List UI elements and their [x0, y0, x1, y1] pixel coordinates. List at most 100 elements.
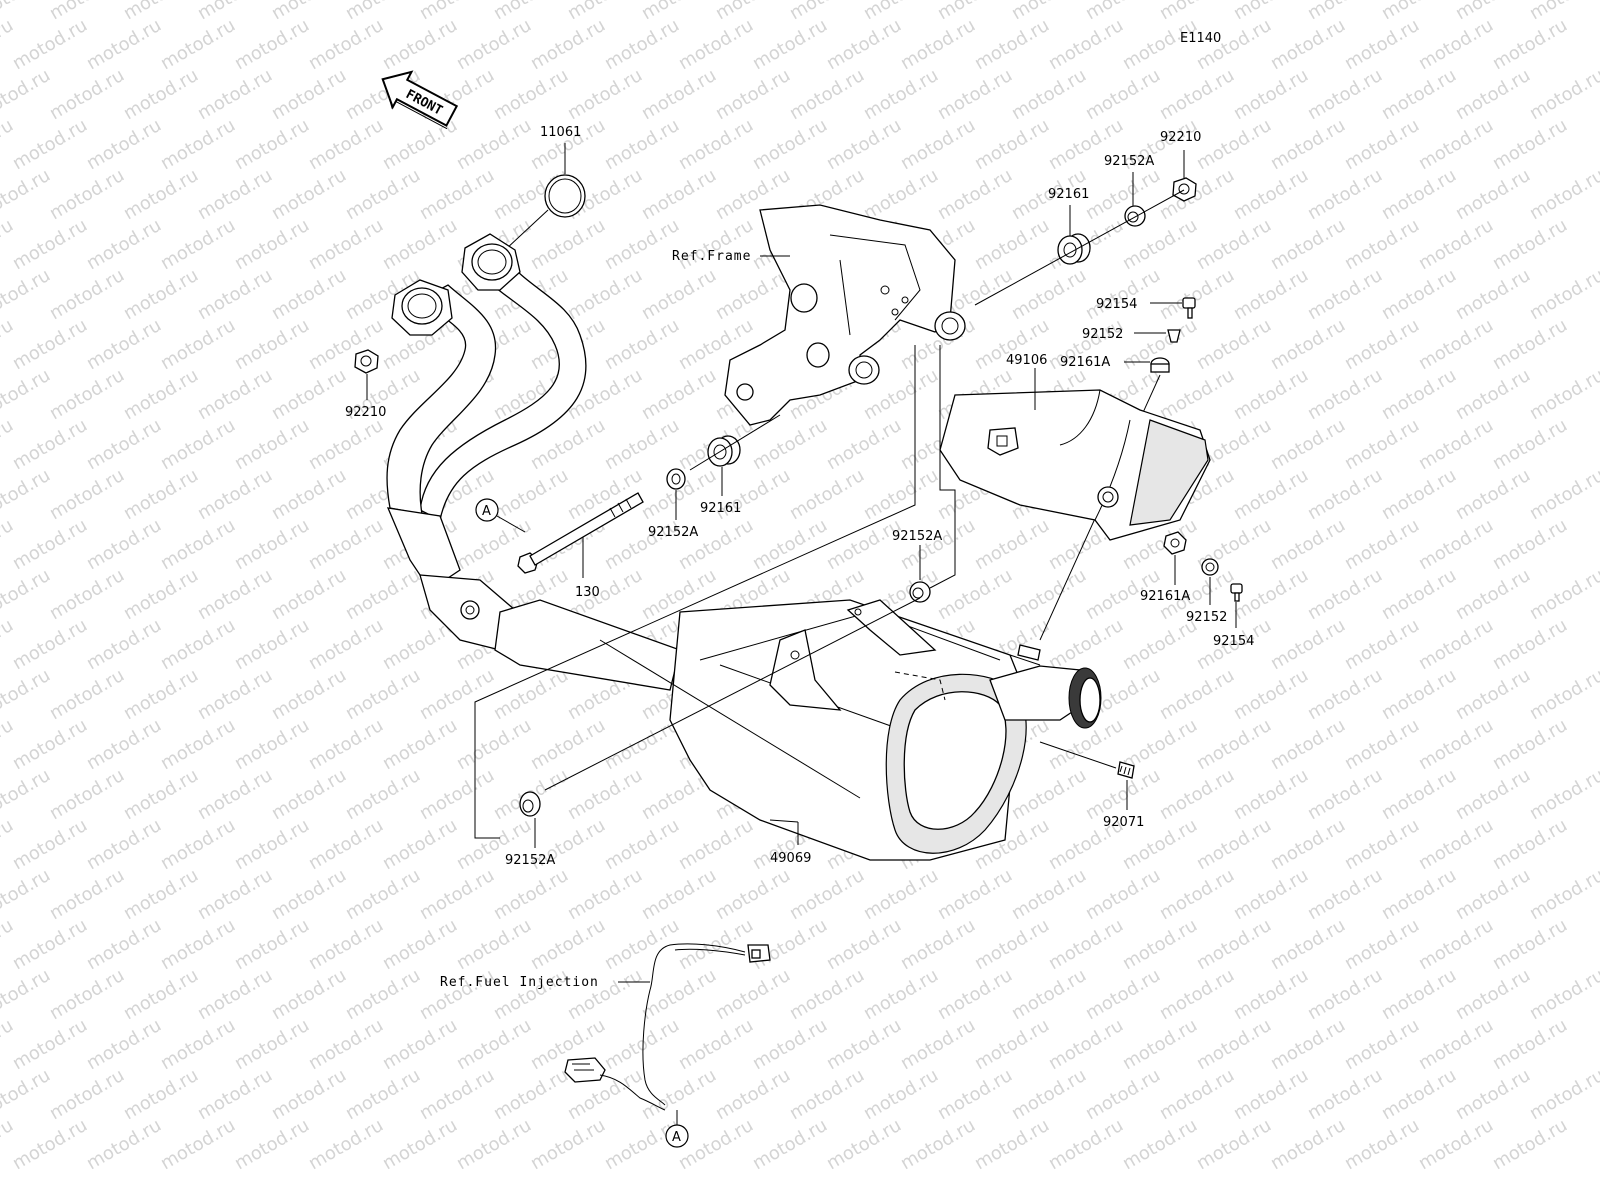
watermark-text: motod.ru — [120, 765, 202, 824]
watermark-text: motod.ru — [9, 315, 91, 374]
watermark-text: motod.ru — [83, 715, 165, 774]
watermark-text: motod.ru — [1193, 715, 1275, 774]
watermark-text: motod.ru — [564, 65, 646, 124]
watermark-text: motod.ru — [1193, 315, 1275, 374]
watermark-text: motod.ru — [601, 115, 683, 174]
watermark-text: motod.ru — [490, 0, 572, 24]
watermark-text: motod.ru — [1489, 1115, 1571, 1174]
watermark-text: motod.ru — [416, 0, 498, 24]
watermark-text: motod.ru — [860, 65, 942, 124]
watermark-text: motod.ru — [194, 265, 276, 324]
watermark-text: motod.ru — [9, 15, 91, 74]
watermark-text: motod.ru — [897, 1115, 979, 1174]
watermark-text: motod.ru — [268, 465, 350, 524]
watermark-text: motod.ru — [1489, 15, 1571, 74]
watermark-text: motod.ru — [1341, 715, 1423, 774]
watermark-text: motod.ru — [231, 815, 313, 874]
watermark-text: motod.ru — [897, 115, 979, 174]
watermark-text: motod.ru — [1489, 615, 1571, 674]
watermark-text: motod.ru — [416, 1065, 498, 1124]
watermark-text: motod.ru — [0, 865, 54, 924]
watermark-text: motod.ru — [1452, 965, 1534, 1024]
watermark-text: motod.ru — [1415, 815, 1497, 874]
watermark-text: motod.ru — [305, 115, 387, 174]
watermark-text: motod.ru — [46, 165, 128, 224]
watermark-text: motod.ru — [1378, 165, 1460, 224]
watermark-text: motod.ru — [268, 65, 350, 124]
watermark-text: motod.ru — [1267, 1015, 1349, 1074]
watermark-text: motod.ru — [934, 565, 1016, 624]
watermark-text: motod.ru — [379, 15, 461, 74]
watermark-text: motod.ru — [786, 965, 868, 1024]
part-label-92210-right: 92210 — [1160, 130, 1201, 145]
watermark-text: motod.ru — [1489, 115, 1571, 174]
watermark-text: motod.ru — [601, 1015, 683, 1074]
watermark-text: motod.ru — [1304, 365, 1386, 424]
watermark-text: motod.ru — [1230, 965, 1312, 1024]
watermark-text: motod.ru — [1341, 815, 1423, 874]
watermark-text: motod.ru — [1341, 515, 1423, 574]
collar-92152A-mid — [666, 468, 686, 490]
watermark-text: motod.ru — [1378, 665, 1460, 724]
watermark-text: motod.ru — [83, 215, 165, 274]
watermark-text: motod.ru — [1341, 15, 1423, 74]
watermark-text: motod.ru — [231, 1115, 313, 1174]
watermark-text: motod.ru — [305, 615, 387, 674]
watermark-text: motod.ru — [1008, 865, 1090, 924]
watermark-text: motod.ru — [194, 765, 276, 824]
part-label-49069: 49069 — [770, 851, 811, 866]
watermark-text: motod.ru — [120, 565, 202, 624]
watermark-text: motod.ru — [231, 215, 313, 274]
watermark-text: motod.ru — [342, 765, 424, 824]
muffler-49069 — [669, 599, 1102, 861]
watermark-text: motod.ru — [1267, 215, 1349, 274]
watermark-text: motod.ru — [934, 1065, 1016, 1124]
watermark-text: motod.ru — [305, 15, 387, 74]
watermark-text: motod.ru — [1119, 1115, 1201, 1174]
frame-bracket — [724, 204, 966, 426]
band-92071 — [1117, 761, 1135, 779]
watermark-text: motod.ru — [1267, 315, 1349, 374]
watermark-text: motod.ru — [157, 415, 239, 474]
part-label-130: 130 — [575, 585, 600, 600]
watermark-text: motod.ru — [675, 15, 757, 74]
watermark-text: motod.ru — [786, 865, 868, 924]
watermark-text: motod.ru — [194, 565, 276, 624]
part-label-11061: 11061 — [540, 125, 581, 140]
watermark-text: motod.ru — [860, 465, 942, 524]
collar-92152A-center — [909, 581, 931, 603]
watermark-text: motod.ru — [379, 715, 461, 774]
watermark-text: motod.ru — [83, 1115, 165, 1174]
watermark-text: motod.ru — [342, 665, 424, 724]
watermark-text: motod.ru — [638, 865, 720, 924]
watermark-text: motod.ru — [1045, 915, 1127, 974]
part-label-92154-right: 92154 — [1213, 634, 1254, 649]
watermark-text: motod.ru — [971, 515, 1053, 574]
watermark-text: motod.ru — [1452, 565, 1534, 624]
watermark-text: motod.ru — [675, 215, 757, 274]
watermark-text: motod.ru — [157, 1115, 239, 1174]
watermark-text: motod.ru — [305, 915, 387, 974]
watermark-text: motod.ru — [9, 515, 91, 574]
watermark-text: motod.ru — [342, 0, 424, 24]
watermark-text: motod.ru — [860, 1065, 942, 1124]
watermark-text: motod.ru — [157, 615, 239, 674]
watermark-text: motod.ru — [1489, 915, 1571, 974]
gasket-ring-inner — [548, 178, 582, 214]
watermark-text: motod.ru — [1341, 615, 1423, 674]
watermark-text: motod.ru — [527, 215, 609, 274]
watermark-text: motod.ru — [1452, 0, 1534, 24]
watermark-text: motod.ru — [268, 965, 350, 1024]
damper-92161A-right — [1163, 531, 1187, 555]
part-label-92152-right: 92152 — [1186, 610, 1227, 625]
watermark-text: motod.ru — [971, 215, 1053, 274]
watermark-text: motod.ru — [1378, 0, 1460, 24]
part-label-92071: 92071 — [1103, 815, 1144, 830]
watermark-text: motod.ru — [305, 815, 387, 874]
watermark-text: motod.ru — [527, 115, 609, 174]
watermark-text: motod.ru — [1082, 1065, 1164, 1124]
watermark-text: motod.ru — [1378, 865, 1460, 924]
watermark-text: motod.ru — [120, 65, 202, 124]
watermark-text: motod.ru — [564, 0, 646, 24]
